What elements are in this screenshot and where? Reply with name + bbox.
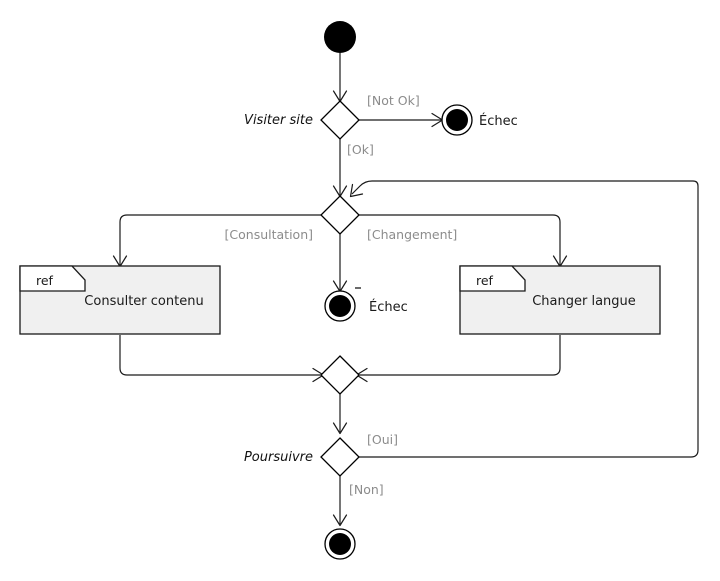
guard-label-oui: [Oui] bbox=[367, 432, 398, 447]
decision-label-visiter-site: Visiter site bbox=[244, 113, 313, 128]
guard-label-consultation: [Consultation] bbox=[225, 227, 313, 242]
decision-node-action-choice bbox=[320, 195, 360, 235]
edge-changer-to-merge bbox=[355, 335, 561, 383]
final-node-end bbox=[324, 528, 356, 560]
edge-poursuivre-oui bbox=[359, 190, 699, 458]
final-node-echec-mid bbox=[324, 287, 361, 322]
ref-frame-consulter-contenu bbox=[19, 265, 221, 335]
ref-frame-label-consulter-contenu: Consulter contenu bbox=[84, 294, 203, 309]
ref-frame-label-changer-langue: Changer langue bbox=[532, 294, 636, 309]
ref-frame-changer-langue bbox=[459, 265, 661, 335]
edge-consulter-to-merge bbox=[119, 335, 325, 383]
edge-poursuivre-non bbox=[332, 476, 348, 527]
ref-tab-label-changer: ref bbox=[476, 273, 494, 288]
edge-loop-back-to-action bbox=[349, 180, 699, 198]
decision-node-poursuivre bbox=[320, 437, 360, 477]
guard-label-non: [Non] bbox=[349, 482, 384, 497]
guard-label-not-ok: [Not Ok] bbox=[367, 93, 420, 108]
initial-node bbox=[324, 21, 356, 53]
edge-visiter-ok bbox=[332, 139, 348, 198]
final-node-echec-top bbox=[441, 104, 473, 136]
guard-label-changement: [Changement] bbox=[367, 227, 457, 242]
decision-node-visiter-site bbox=[320, 100, 360, 140]
edge-initial-to-visiter bbox=[332, 53, 348, 103]
edge-action-to-echec-mid bbox=[332, 234, 348, 293]
edge-visiter-notok bbox=[359, 112, 444, 128]
decision-label-poursuivre: Poursuivre bbox=[244, 450, 313, 465]
ref-tab-label-consulter: ref bbox=[36, 273, 54, 288]
merge-node bbox=[320, 355, 360, 395]
final-node-label-echec-mid: Échec bbox=[369, 299, 408, 315]
edge-merge-to-poursuivre bbox=[332, 394, 348, 435]
final-node-label-echec-top: Échec bbox=[479, 113, 518, 129]
guard-label-ok: [Ok] bbox=[347, 142, 374, 157]
